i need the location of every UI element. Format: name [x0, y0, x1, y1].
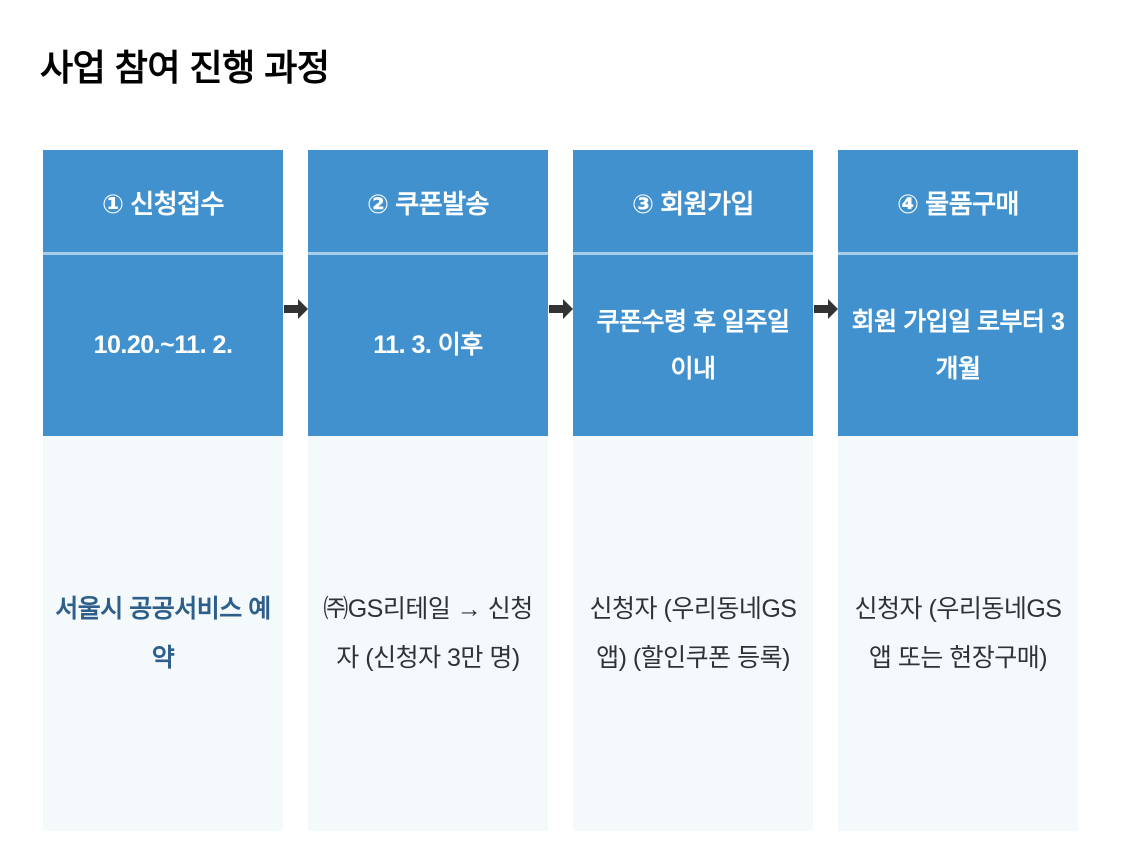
step-3-header: ③ 회원가입	[573, 150, 813, 255]
step-2-body: ㈜GS리테일 → 신청자 (신청자 3만 명)	[308, 436, 548, 831]
arrow-right-icon	[548, 299, 573, 319]
page-title: 사업 참여 진행 과정	[40, 47, 330, 88]
step-4-header: ④ 물품구매	[838, 150, 1078, 255]
step-1-header: ① 신청접수	[43, 150, 283, 255]
step-4-period: 회원 가입일 로부터 3개월	[838, 255, 1078, 436]
arrow-gap-3	[813, 150, 838, 831]
arrow-gap-2	[548, 150, 573, 831]
process-step-1: ① 신청접수 10.20.~11. 2. 서울시 공공서비스 예약	[43, 150, 283, 831]
step-1-body: 서울시 공공서비스 예약	[43, 436, 283, 831]
arrow-gap-1	[283, 150, 308, 831]
arrow-right-icon	[813, 299, 838, 319]
step-1-period: 10.20.~11. 2.	[43, 255, 283, 436]
process-step-4: ④ 물품구매 회원 가입일 로부터 3개월 신청자 (우리동네GS 앱 또는 현…	[838, 150, 1078, 831]
process-step-2: ② 쿠폰발송 11. 3. 이후 ㈜GS리테일 → 신청자 (신청자 3만 명)	[308, 150, 548, 831]
process-flow-diagram: ① 신청접수 10.20.~11. 2. 서울시 공공서비스 예약 ② 쿠폰발송…	[43, 150, 1083, 831]
step-4-body: 신청자 (우리동네GS 앱 또는 현장구매)	[838, 436, 1078, 831]
arrow-right-icon	[283, 299, 308, 319]
step-3-body: 신청자 (우리동네GS 앱) (할인쿠폰 등록)	[573, 436, 813, 831]
step-3-period: 쿠폰수령 후 일주일 이내	[573, 255, 813, 436]
step-2-header: ② 쿠폰발송	[308, 150, 548, 255]
step-2-period: 11. 3. 이후	[308, 255, 548, 436]
process-step-3: ③ 회원가입 쿠폰수령 후 일주일 이내 신청자 (우리동네GS 앱) (할인쿠…	[573, 150, 813, 831]
